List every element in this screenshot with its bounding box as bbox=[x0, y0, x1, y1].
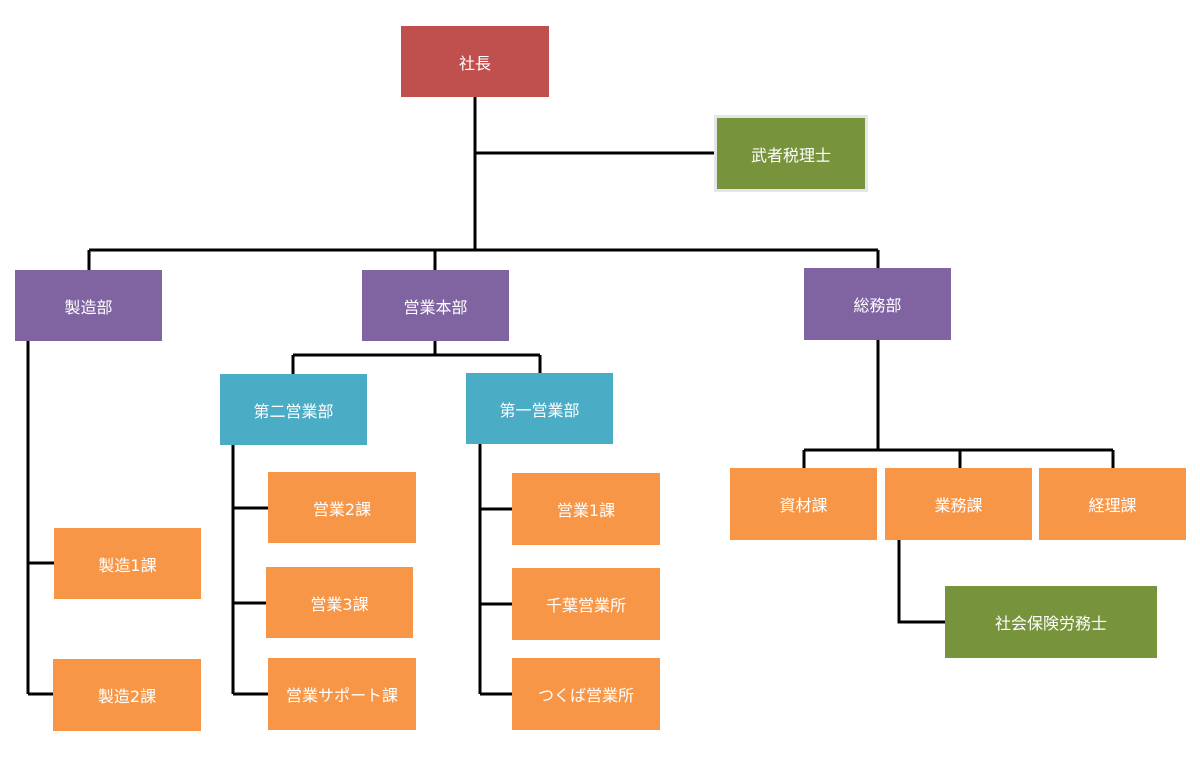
node-manufacturing-1: 製造1課 bbox=[54, 528, 201, 599]
node-general-affairs-dept: 総務部 bbox=[804, 268, 951, 340]
connector-sales-dept-1 bbox=[478, 444, 512, 696]
connector-sales-dept-2 bbox=[231, 445, 268, 696]
connector-departments bbox=[87, 248, 880, 270]
node-sales-section-1: 営業1課 bbox=[512, 473, 660, 545]
node-sales-section-3: 営業3課 bbox=[266, 567, 413, 638]
connector-operations bbox=[897, 540, 945, 624]
node-sales-support: 営業サポート課 bbox=[268, 658, 416, 730]
node-sales-dept-1: 第一営業部 bbox=[466, 373, 613, 444]
node-sales-hq: 営業本部 bbox=[362, 270, 509, 341]
connector-president bbox=[473, 97, 716, 250]
node-chiba-office: 千葉営業所 bbox=[512, 568, 660, 640]
node-sales-section-2: 営業2課 bbox=[268, 472, 416, 543]
node-accounting: 経理課 bbox=[1039, 468, 1186, 540]
connector-manufacturing bbox=[26, 341, 54, 696]
node-operations: 業務課 bbox=[885, 468, 1032, 540]
node-manufacturing-dept: 製造部 bbox=[15, 270, 162, 341]
node-tsukuba-office: つくば営業所 bbox=[512, 658, 660, 730]
connector-general-affairs bbox=[802, 340, 1115, 468]
node-labor-consultant: 社会保険労務士 bbox=[945, 586, 1157, 658]
connector-sales-hq bbox=[291, 341, 542, 374]
node-materials: 資材課 bbox=[730, 468, 877, 540]
node-manufacturing-2: 製造2課 bbox=[53, 659, 201, 731]
node-president: 社長 bbox=[401, 26, 549, 97]
node-tax-accountant: 武者税理士 bbox=[714, 115, 868, 192]
node-sales-dept-2: 第二営業部 bbox=[220, 374, 367, 445]
